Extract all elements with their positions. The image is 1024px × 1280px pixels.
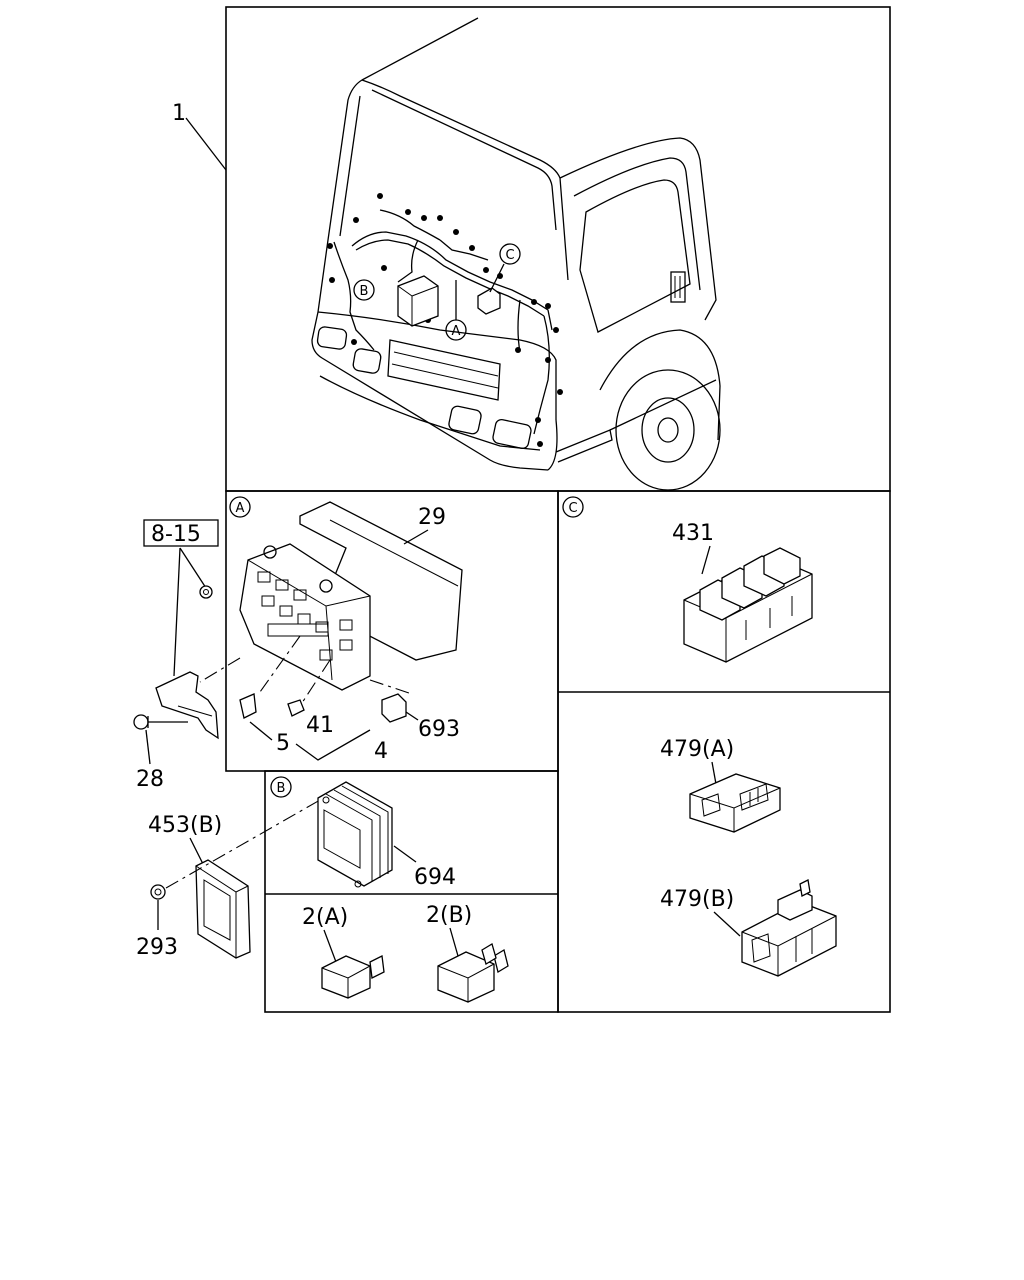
- view-marker-b: B: [353, 279, 375, 301]
- svg-text:B: B: [360, 284, 369, 299]
- view-a-section: A 29 5: [199, 496, 463, 764]
- view-b-label: B: [277, 781, 286, 796]
- callout-bolt: 28: [136, 767, 164, 792]
- truck-cab-illustration: [311, 17, 721, 491]
- callout-harness: 1: [172, 101, 227, 171]
- view-marker-c: C: [489, 243, 521, 293]
- callout-relay-2b: 2(B): [426, 903, 472, 928]
- svg-text:A: A: [452, 324, 461, 339]
- callout-cover: 29: [418, 505, 446, 530]
- callout-connector-479a: 479(A): [660, 737, 734, 762]
- callout-nut: 293: [136, 935, 178, 960]
- callout-bracket-bolt-group: 8-15: [151, 522, 201, 547]
- view-a-label: A: [236, 501, 245, 516]
- callout-connector-479b: 479(B): [660, 887, 734, 912]
- bracket-assembly: 8-15 28: [133, 519, 219, 792]
- diagram-frames: [225, 6, 891, 1013]
- view-c-label: C: [568, 501, 577, 516]
- callout-module-694: 694: [414, 865, 456, 890]
- callout-relay-2a: 2(A): [302, 905, 348, 930]
- svg-text:1: 1: [172, 101, 186, 126]
- controller-assembly: 453(B) 293: [136, 799, 321, 960]
- view-c-section: C 431 479(A) 479(B): [562, 496, 837, 977]
- callout-fuse-4: 4: [374, 739, 388, 764]
- callout-fuse: 5: [276, 731, 290, 756]
- svg-text:C: C: [505, 248, 514, 263]
- view-b-section: B 694 2(A) 2(B): [270, 776, 509, 1003]
- callout-fuse-41: 41: [306, 713, 334, 738]
- fuse-box-slots: [257, 571, 353, 661]
- view-marker-a: A: [445, 280, 467, 341]
- callout-controller: 453(B): [148, 813, 222, 838]
- callout-relay-693: 693: [418, 717, 460, 742]
- callout-connector-431: 431: [672, 521, 714, 546]
- harness-connectors: [327, 193, 563, 447]
